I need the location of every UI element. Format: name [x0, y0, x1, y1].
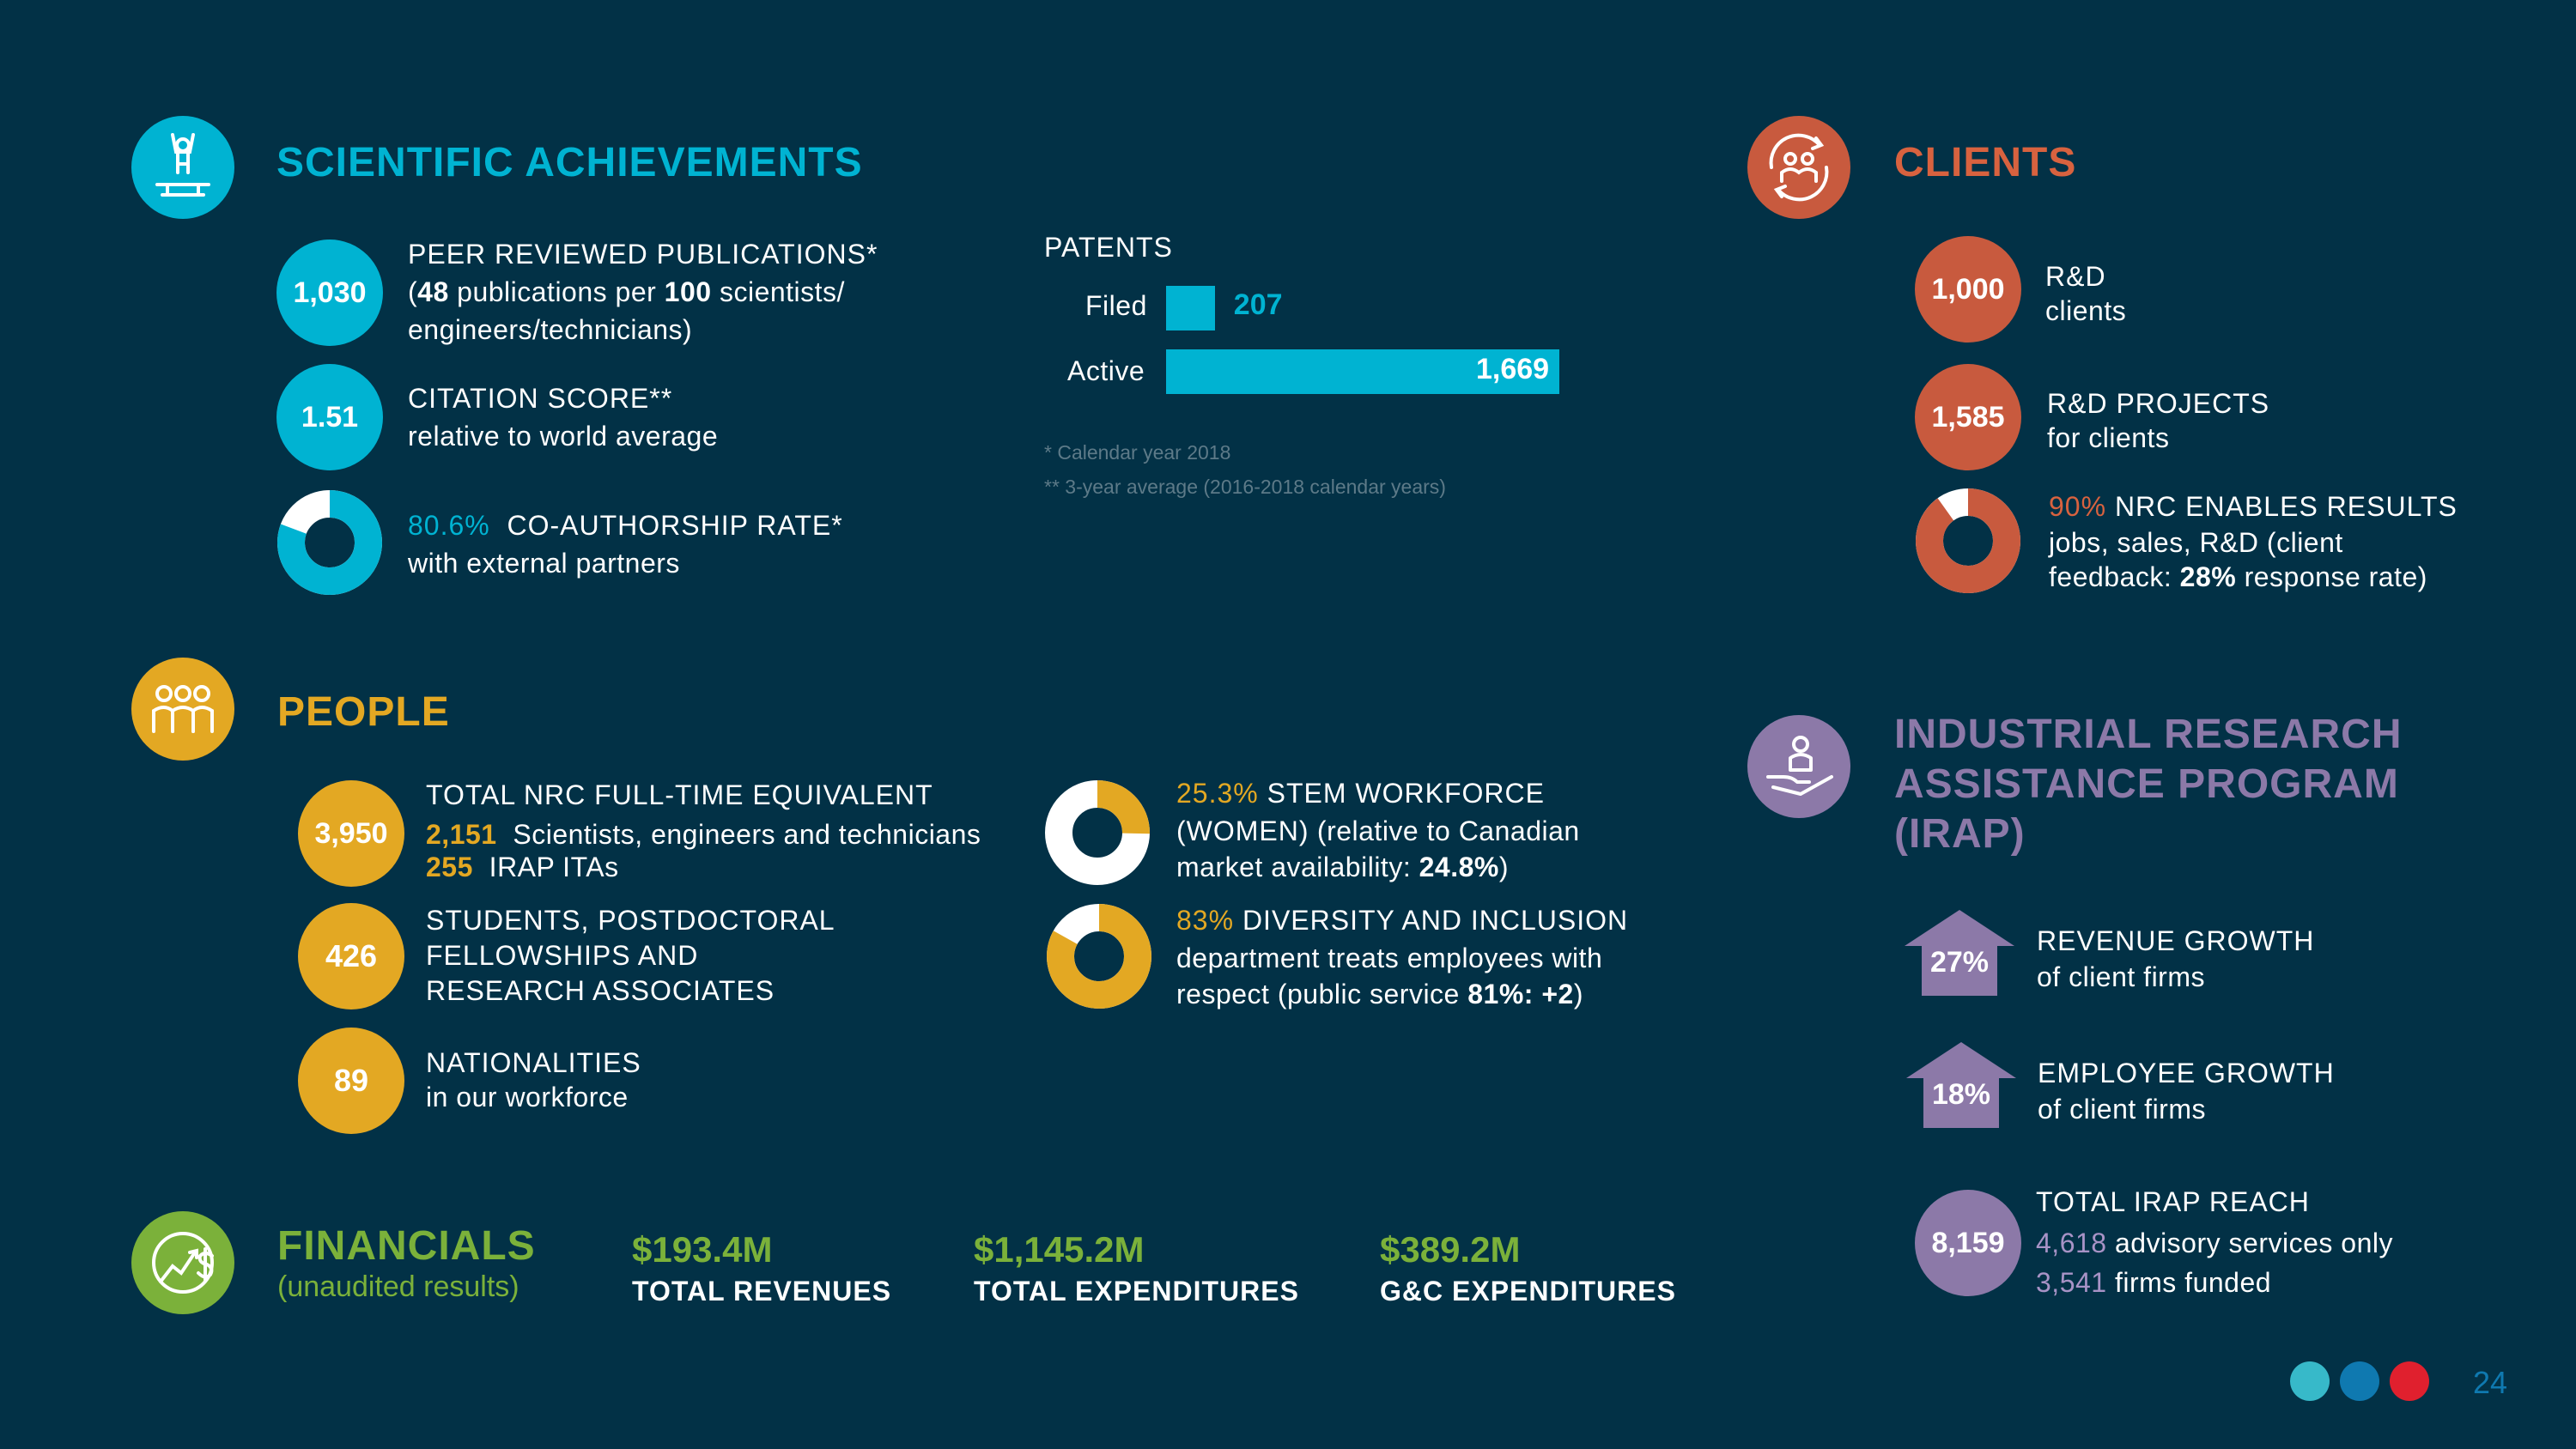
- patents-active-label: Active: [1067, 355, 1145, 386]
- peer-publications-detail: (48 publications per 100 scientists/: [408, 276, 845, 307]
- results-line3: feedback: 28% response rate): [2049, 561, 2427, 592]
- diversity-donut-fill: [1047, 904, 1151, 1009]
- nationalities-line2: in our workforce: [426, 1082, 629, 1113]
- financials-subtitle: (unaudited results): [277, 1270, 519, 1303]
- students-line3: RESEARCH ASSOCIATES: [426, 975, 775, 1006]
- fte-title: TOTAL NRC FULL-TIME EQUIVALENT: [426, 779, 933, 810]
- citation-score-title: CITATION SCORE**: [408, 383, 673, 414]
- section-title-financials: FINANCIALS: [277, 1223, 536, 1269]
- students-badge: 426: [298, 903, 404, 1009]
- rd-clients-line2: clients: [2045, 295, 2127, 326]
- employee-growth-sub: of client firms: [2038, 1094, 2206, 1125]
- irap-reach-badge: 8,159: [1915, 1190, 2021, 1296]
- diversity-line3: respect (public service 81%: +2): [1176, 979, 1583, 1009]
- diversity-line1: 83% DIVERSITY AND INCLUSION: [1176, 905, 1629, 936]
- employee-growth-value: 18%: [1931, 1078, 1991, 1111]
- results-percent: 90%: [2049, 491, 2107, 522]
- revenue-growth-value: 27%: [1929, 946, 1990, 979]
- coauthorship-text: 80.6% CO-AUTHORSHIP RATE*: [408, 510, 843, 541]
- rd-clients-line1: R&D: [2045, 261, 2106, 292]
- stem-line2: (WOMEN) (relative to Canadian: [1176, 815, 1580, 846]
- irap-reach-line3: 3,541 firms funded: [2036, 1267, 2272, 1298]
- revenue-growth-sub: of client firms: [2037, 961, 2205, 992]
- students-line2: FELLOWSHIPS AND: [426, 940, 699, 971]
- stem-donut: [1044, 779, 1151, 886]
- coauthorship-sub: with external partners: [408, 548, 680, 579]
- diversity-donut: [1046, 903, 1152, 1009]
- revenue-growth-title: REVENUE GROWTH: [2037, 925, 2315, 956]
- diversity-line2: department treats employees with: [1176, 943, 1603, 973]
- citation-score-badge: 1.51: [276, 364, 383, 470]
- achievement-person-icon: [131, 116, 234, 219]
- fte-line3: 255 IRAP ITAs: [426, 852, 619, 882]
- diversity-percent: 83%: [1176, 905, 1235, 936]
- patents-filed-value: 207: [1233, 288, 1283, 321]
- stem-line1: 25.3% STEM WORKFORCE: [1176, 778, 1545, 809]
- section-title-clients: CLIENTS: [1894, 140, 2077, 185]
- financial-dollar-chart-icon: [131, 1211, 234, 1314]
- coauthorship-donut-fill: [277, 490, 382, 595]
- section-title-scientific: SCIENTIFIC ACHIEVEMENTS: [276, 140, 863, 185]
- results-donut-fill: [1916, 488, 2020, 593]
- nationalities-line1: NATIONALITIES: [426, 1047, 641, 1078]
- patents-title: PATENTS: [1044, 232, 1173, 263]
- fte-badge: 3,950: [298, 780, 404, 887]
- nationalities-badge: 89: [298, 1028, 404, 1134]
- employee-growth-title: EMPLOYEE GROWTH: [2038, 1058, 2335, 1088]
- patents-active-value: 1,669: [1476, 353, 1550, 385]
- rd-projects-line1: R&D PROJECTS: [2047, 388, 2270, 419]
- total-revenues-value: $193.4M: [632, 1229, 773, 1270]
- irap-reach-title: TOTAL IRAP REACH: [2036, 1186, 2310, 1217]
- rd-clients-badge: 1,000: [1915, 236, 2021, 343]
- group-people-icon: [131, 658, 234, 761]
- fte-line2: 2,151 Scientists, engineers and technici…: [426, 819, 981, 850]
- total-expenditures-label: TOTAL EXPENDITURES: [974, 1276, 1299, 1307]
- stem-percent: 25.3%: [1176, 778, 1259, 809]
- hand-person-icon: [1747, 715, 1850, 818]
- coauthorship-donut: [276, 489, 383, 596]
- footer-dot-red: [2390, 1361, 2429, 1401]
- students-line1: STUDENTS, POSTDOCTORAL: [426, 905, 835, 936]
- employee-growth-arrow-icon: [1906, 1042, 2016, 1128]
- results-line2: jobs, sales, R&D (client: [2049, 527, 2343, 558]
- patents-footnote-2: ** 3-year average (2016-2018 calendar ye…: [1044, 476, 1446, 498]
- stem-donut-fill: [1045, 780, 1150, 885]
- revenue-growth-arrow-icon: [1905, 910, 2014, 996]
- peer-publications-detail-2: engineers/technicians): [408, 314, 693, 345]
- rd-projects-badge: 1,585: [1915, 364, 2021, 470]
- results-donut: [1915, 488, 2021, 594]
- footer-dot-blue: [2340, 1361, 2379, 1401]
- irap-reach-line2: 4,618 advisory services only: [2036, 1228, 2393, 1258]
- rd-projects-line2: for clients: [2047, 422, 2170, 453]
- stem-line3: market availability: 24.8%): [1176, 852, 1509, 882]
- gc-expenditures-label: G&C EXPENDITURES: [1380, 1276, 1676, 1307]
- clients-cycle-icon: [1747, 116, 1850, 219]
- irap-title-line2: ASSISTANCE PROGRAM: [1894, 761, 2399, 807]
- patents-filed-bar: [1166, 286, 1215, 330]
- section-title-people: PEOPLE: [277, 689, 450, 735]
- patents-filed-label: Filed: [1085, 290, 1147, 321]
- peer-publications-title: PEER REVIEWED PUBLICATIONS*: [408, 239, 878, 270]
- total-revenues-label: TOTAL REVENUES: [632, 1276, 892, 1307]
- total-expenditures-value: $1,145.2M: [974, 1229, 1145, 1270]
- irap-title-line3: (IRAP): [1894, 811, 2026, 857]
- footer-dot-teal: [2290, 1361, 2330, 1401]
- irap-title-line1: INDUSTRIAL RESEARCH: [1894, 712, 2403, 757]
- gc-expenditures-value: $389.2M: [1380, 1229, 1521, 1270]
- peer-publications-badge: 1,030: [276, 239, 383, 346]
- coauthorship-percent: 80.6%: [408, 510, 490, 541]
- citation-score-sub: relative to world average: [408, 421, 719, 452]
- patents-footnote-1: * Calendar year 2018: [1044, 441, 1231, 464]
- page-number: 24: [2473, 1365, 2508, 1400]
- patents-active-bar: [1166, 349, 1559, 394]
- results-title: 90% NRC ENABLES RESULTS: [2049, 491, 2458, 522]
